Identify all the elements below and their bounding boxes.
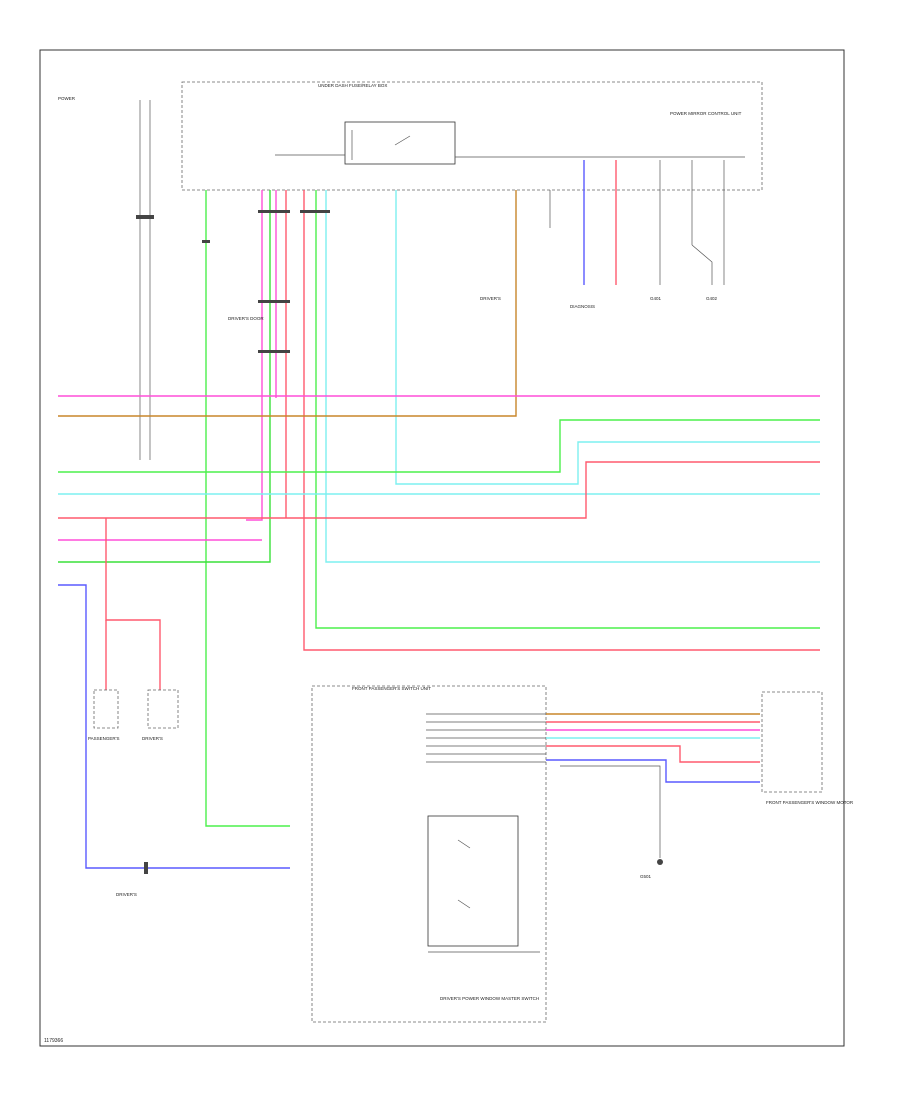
out-wire-5 <box>546 745 760 763</box>
driver-mirror-label: DRIVER'S <box>142 736 163 741</box>
wire-pink-1 <box>246 190 263 521</box>
wire-red-long <box>58 461 820 519</box>
ground-point <box>657 859 663 865</box>
ground-label-g401: G401 <box>650 296 662 301</box>
wire-blue-long <box>58 584 290 869</box>
driver-door-connector-label: DRIVER'S DOOR <box>228 316 264 321</box>
internal-switch-block <box>427 815 519 947</box>
power-window-switch-label: DRIVER'S POWER WINDOW MASTER SWITCH <box>440 996 539 1001</box>
wire-green-long <box>58 419 820 473</box>
front-passenger-switch-unit-title: FRONT PASSENGER'S SWITCH UNIT <box>352 686 431 691</box>
passenger-mirror-actuator <box>93 689 119 729</box>
relay-switch <box>394 135 411 146</box>
out-wire-6 <box>546 759 760 783</box>
wire-cyan-1 <box>325 190 820 563</box>
internal-switch-2 <box>457 899 471 909</box>
driver-power-window-label: DRIVER'S <box>116 892 137 897</box>
relay-box <box>344 121 456 165</box>
driver-mirror-actuator <box>147 689 179 729</box>
footer-code: 1179366 <box>44 1038 63 1044</box>
connector-label-mid: DRIVER'S <box>480 296 501 301</box>
unit-harness <box>426 713 546 763</box>
wire-cyan-2 <box>395 190 820 485</box>
passenger-window-motor <box>761 691 823 793</box>
connector-label-right: DIAGNOSIS <box>570 304 595 309</box>
drop-gnd-2-bend <box>691 244 713 285</box>
wire-red-2 <box>303 190 820 651</box>
ground-label-g402: G402 <box>706 296 718 301</box>
left-connector <box>136 215 154 219</box>
passenger-window-motor-label: FRONT PASSENGER'S WINDOW MOTOR <box>766 800 854 805</box>
wire-green-2 <box>58 190 271 563</box>
wire-red-branch <box>105 518 161 690</box>
internal-switch-1 <box>457 839 471 849</box>
front-passenger-switch-unit <box>311 685 547 1023</box>
out-ground <box>560 765 661 858</box>
wire-green-3 <box>315 190 820 629</box>
wire-green-down <box>205 190 290 827</box>
fuse-box-title: UNDER DASH FUSE/RELAY BOX <box>318 83 387 88</box>
wire-brown-drop <box>58 190 517 417</box>
ground-label-g501: G501 <box>640 874 652 879</box>
diagram-frame <box>39 49 845 1047</box>
upper-connectors <box>202 210 330 353</box>
left-feed-label: POWER <box>58 96 76 101</box>
passenger-mirror-label: PASSENGER'S <box>88 736 120 741</box>
power-mirror-control-unit-label: POWER MIRROR CONTROL UNIT <box>670 111 742 116</box>
lower-connector <box>144 862 148 874</box>
fuse-relay-box <box>181 81 763 191</box>
